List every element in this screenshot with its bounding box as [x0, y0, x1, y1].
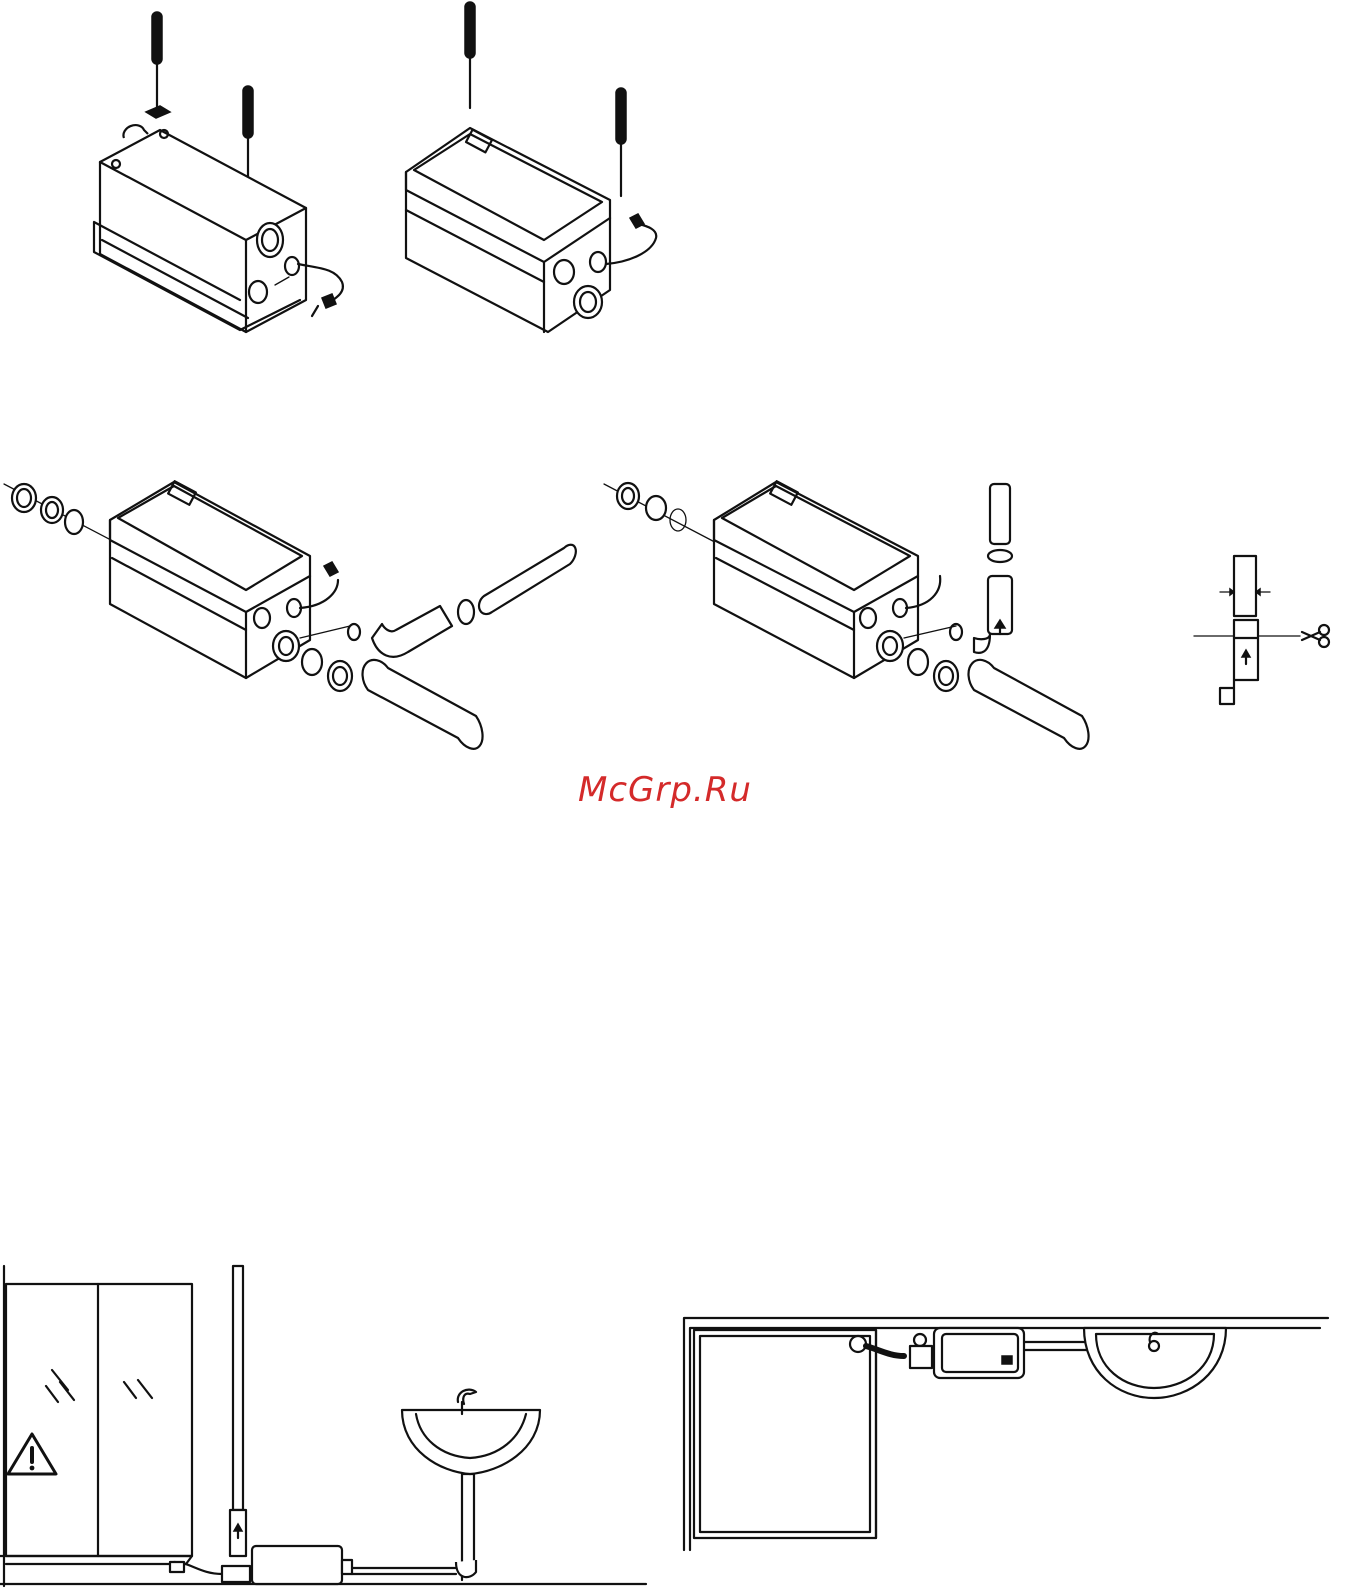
figure-pipe-cut-detail — [1190, 548, 1340, 718]
figure-vertical-outlet-assembly — [600, 468, 1090, 768]
figure-installation-top-view — [680, 1312, 1340, 1560]
scissors-icon — [1302, 625, 1329, 647]
screwdriver-icon — [465, 2, 475, 108]
screwdriver-icon — [616, 88, 626, 196]
screwdriver-icon — [152, 12, 162, 112]
figure-pump-cover-screws-right — [398, 0, 668, 345]
watermark-text: McGrp.Ru — [578, 768, 778, 812]
sink-icon — [1084, 1328, 1226, 1398]
figure-installation-side-view — [0, 1262, 650, 1590]
figure-pump-cover-screws-left — [80, 0, 360, 345]
figure-horizontal-outlet-assembly — [0, 468, 580, 768]
